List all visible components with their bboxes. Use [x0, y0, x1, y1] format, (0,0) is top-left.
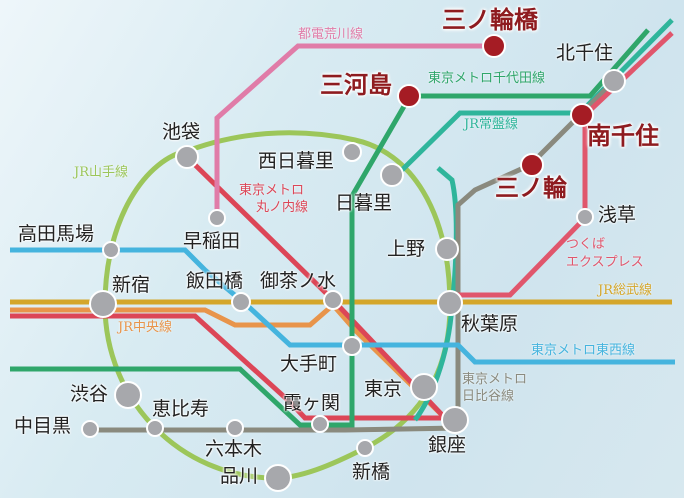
station-marker	[323, 290, 343, 310]
highlighted-station-label: 南千住	[587, 121, 659, 150]
station-label: 霞ヶ関	[283, 392, 341, 414]
station-marker	[437, 290, 463, 316]
line-yamanote	[102, 130, 453, 481]
station-marker	[410, 373, 438, 401]
highlighted-station-marker	[482, 34, 506, 58]
station-label: 銀座	[428, 434, 467, 456]
station-marker	[342, 142, 362, 162]
line-label: 日比谷線	[462, 389, 515, 404]
station-marker	[81, 420, 99, 438]
line-label: 東京メトロ東西線	[531, 343, 636, 358]
highlighted-station-label: 三ノ輪	[495, 173, 567, 202]
station-label: 御茶ノ水	[260, 270, 337, 292]
station-marker	[602, 69, 626, 93]
line-label: JR中央線	[118, 320, 172, 335]
station-marker	[175, 145, 199, 169]
station-label: 北千住	[556, 42, 614, 64]
line-label: 東京メトロ	[462, 372, 528, 387]
station-label: 西日暮里	[258, 150, 335, 172]
station-marker	[264, 464, 292, 492]
highlighted-station-markers	[397, 34, 594, 177]
station-marker	[441, 406, 469, 434]
line-label: JR山手線	[74, 165, 128, 180]
station-label: 中目黒	[14, 415, 72, 437]
station-label: 飯田橋	[186, 270, 244, 292]
station-marker	[231, 292, 251, 312]
line-tozai	[10, 247, 675, 365]
station-label: 上野	[387, 238, 426, 260]
station-label: 高田馬場	[18, 223, 95, 245]
station-marker	[576, 208, 594, 226]
station-label: 品川	[220, 465, 259, 487]
station-label: 日暮里	[335, 192, 393, 214]
highlighted-station-marker	[570, 103, 594, 127]
station-label: 新橋	[352, 461, 391, 483]
line-label: JR常盤線	[464, 117, 518, 132]
highlighted-station-label: 三ノ輪橋	[442, 5, 538, 34]
station-marker	[380, 163, 404, 187]
station-marker	[226, 419, 244, 437]
highlighted-station-marker	[520, 153, 544, 177]
station-marker	[311, 415, 329, 433]
station-markers	[81, 69, 626, 492]
station-label: 渋谷	[70, 383, 109, 405]
line-label: エクスプレス	[566, 255, 644, 270]
station-label: 六本木	[205, 438, 263, 460]
line-label: 東京メトロ千代田線	[428, 71, 546, 86]
line-label: 東京メトロ	[239, 183, 305, 198]
station-marker	[102, 241, 120, 259]
station-marker	[146, 419, 164, 437]
line-label: 丸ノ内線	[256, 200, 309, 215]
station-label: 池袋	[162, 121, 201, 143]
line-label: つくば	[566, 237, 606, 252]
station-label: 新宿	[112, 274, 151, 296]
station-label: 早稲田	[183, 230, 241, 252]
station-label: 秋葉原	[461, 313, 519, 335]
station-label: 東京	[364, 378, 403, 400]
line-chiyoda	[10, 28, 650, 428]
station-marker	[114, 381, 142, 409]
station-label: 恵比寿	[152, 398, 210, 420]
highlighted-station-label: 三河島	[320, 70, 392, 99]
station-marker	[208, 209, 226, 227]
line-toden	[214, 43, 495, 218]
station-marker	[342, 336, 362, 356]
highlighted-station-marker	[397, 84, 421, 108]
station-label: 大手町	[280, 353, 338, 375]
station-marker	[89, 290, 117, 318]
station-marker	[356, 439, 374, 457]
station-marker	[435, 237, 459, 261]
line-label: JR総武線	[598, 283, 652, 298]
station-label: 浅草	[598, 204, 637, 226]
line-label: 都電荒川線	[298, 27, 364, 42]
line-chuo	[10, 301, 447, 420]
